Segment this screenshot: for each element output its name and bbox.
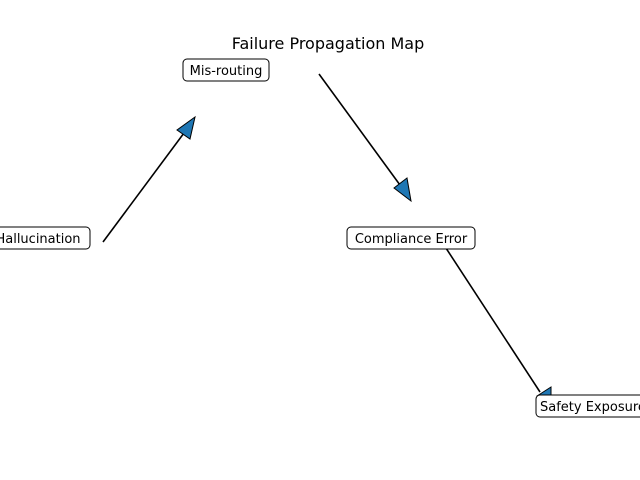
node-hallucination: Hallucination [0,226,91,250]
arrowhead-icon [176,115,196,140]
node-mis-routing: Mis-routing [182,58,270,82]
node-box [346,226,476,250]
edge-line [441,241,541,393]
node-box [0,226,91,250]
node-safety-exposure: Safety Exposure [535,394,640,418]
node-label: Safety Exposure [540,400,640,415]
diagram-title: Failure Propagation Map [232,34,425,53]
node-label: Compliance Error [355,232,468,247]
node-label: Hallucination [0,232,81,247]
arrowhead-icon [393,177,412,203]
node-label: Mis-routing [190,64,263,79]
node-box [182,58,270,82]
node-compliance-error: Compliance Error [346,226,476,250]
node-box [535,394,640,418]
edge-line [318,73,401,186]
edge-line [102,132,185,243]
edge-compliance-error-to-safety-exposure [441,241,552,410]
edge-mis-routing-to-compliance-error [318,73,412,203]
edge-hallucination-to-mis-routing [102,115,196,243]
